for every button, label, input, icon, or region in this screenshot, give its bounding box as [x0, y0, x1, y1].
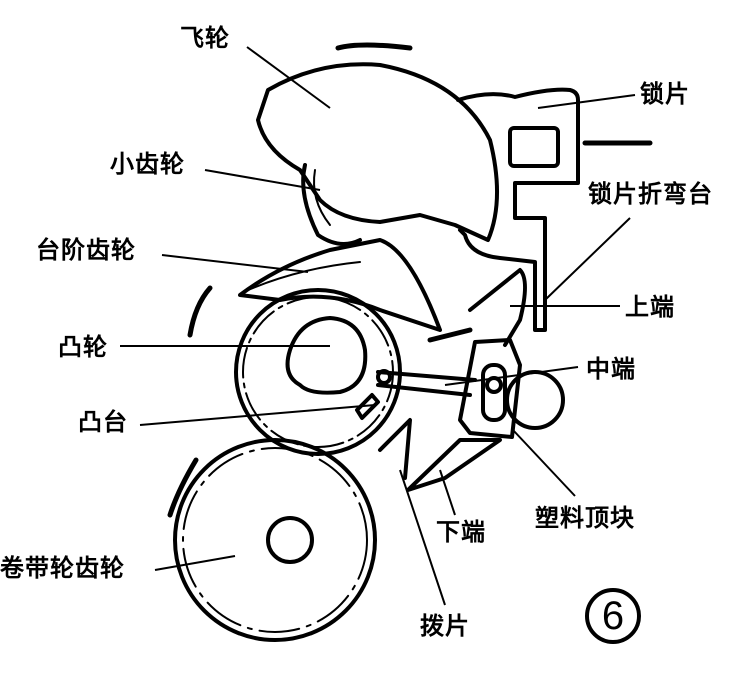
label-plastic-block: 塑料顶块	[535, 504, 635, 532]
label-flywheel: 飞轮	[180, 24, 230, 52]
flywheel-shape	[256, 62, 500, 242]
cam-shape	[285, 316, 368, 395]
step-gear-shape	[238, 238, 442, 332]
label-step-gear: 台阶齿轮	[36, 236, 136, 264]
lock-plate-shape	[456, 87, 580, 332]
plastic-block-shape	[458, 338, 522, 439]
label-pick-plate: 拨片	[420, 612, 470, 640]
label-boss: 凸台	[78, 408, 128, 436]
take-up-gear-shape	[173, 438, 377, 642]
small-gear-shape	[301, 163, 362, 246]
label-lock-bend-platform: 锁片折弯台	[588, 180, 713, 208]
label-lower-end: 下端	[436, 518, 486, 546]
label-take-up-gear: 卷带轮齿轮	[0, 554, 125, 582]
label-middle-end: 中端	[586, 355, 636, 383]
label-small-gear: 小齿轮	[110, 150, 185, 178]
label-cam: 凸轮	[58, 333, 108, 361]
label-upper-end: 上端	[625, 293, 675, 321]
figure-number: 6	[585, 588, 641, 644]
label-lock-plate: 锁片	[640, 80, 690, 108]
cam-gear-shape	[234, 288, 402, 456]
